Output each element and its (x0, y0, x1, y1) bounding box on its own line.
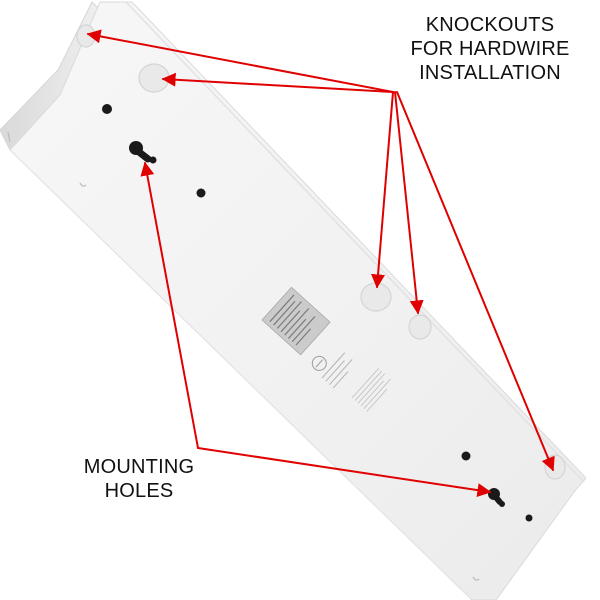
warning-text-print (351, 367, 391, 412)
edge-slot (79, 182, 87, 187)
arrow-to-keyhole-bottom (197, 447, 492, 498)
knockouts-label-line: INSTALLATION (419, 62, 561, 84)
arrow-to-keyhole-top (140, 161, 199, 449)
edge-slot (7, 131, 11, 143)
arrow-to-knockout-top (161, 72, 394, 93)
edge-slot (472, 576, 480, 581)
arrow-to-knockout-middle-lower (394, 91, 424, 315)
mounting-label-line: HOLES (104, 480, 174, 502)
arrow-to-knockout-bottom-corner (396, 91, 555, 472)
keyhole-top (129, 141, 157, 164)
screw-holes (102, 104, 533, 522)
arrow-to-knockout-top-corner (86, 29, 394, 93)
product-label-sticker (261, 286, 331, 356)
screw-hole (525, 514, 533, 522)
knockout-arrows (86, 29, 555, 472)
edge-slots (7, 131, 480, 581)
wiring-diagram-print (321, 352, 353, 389)
arrow-to-knockout-middle (371, 91, 394, 289)
screw-hole (196, 188, 206, 198)
knockout-top-corner (76, 24, 96, 48)
enclosure-lower-lip (9, 149, 471, 599)
knockout-middle-lower (408, 314, 432, 340)
screw-hole (102, 104, 112, 114)
knockout-top (138, 63, 170, 93)
mounting-arrows (140, 161, 492, 498)
screw-hole (461, 451, 471, 461)
knockouts-label-line: FOR HARDWIRE (410, 38, 570, 60)
knockout-middle (360, 282, 392, 312)
knockouts-label-line: KNOCKOUTS (425, 14, 555, 36)
knockouts-callout-label: KNOCKOUTS FOR HARDWIRE INSTALLATION (380, 13, 600, 85)
mounting-holes-callout-label: MOUNTING HOLES (44, 455, 234, 503)
mounting-label-line: MOUNTING (83, 456, 195, 478)
certification-mark (311, 355, 327, 371)
